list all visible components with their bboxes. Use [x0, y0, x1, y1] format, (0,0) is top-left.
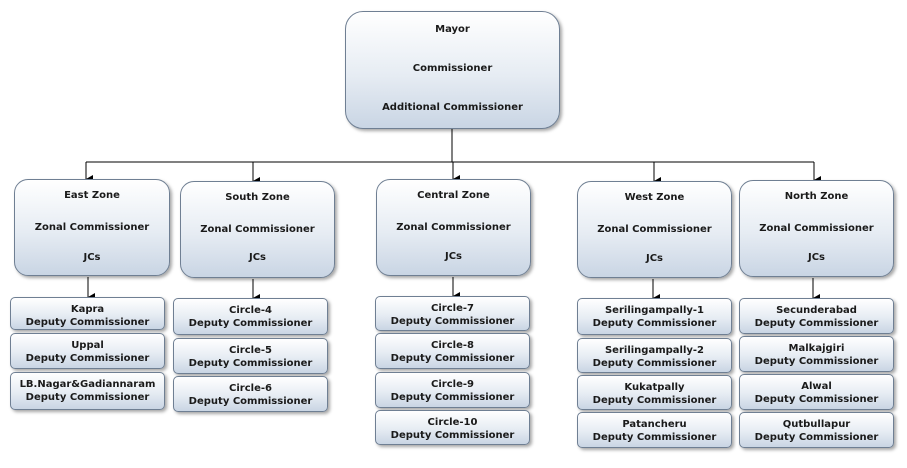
- circle-box-circle-7: Circle-7 Deputy Commissioner: [375, 296, 530, 331]
- circle-name: Circle-6: [229, 383, 272, 394]
- jcs-label: JCs: [645, 253, 663, 264]
- zone-name: Central Zone: [417, 190, 490, 201]
- jcs-label: JCs: [83, 252, 101, 263]
- circle-box-circle-4: Circle-4 Deputy Commissioner: [173, 298, 328, 335]
- circle-box-circle-8: Circle-8 Deputy Commissioner: [375, 333, 530, 369]
- zonal-commissioner-label: Zonal Commissioner: [396, 222, 511, 233]
- circle-name: Patancheru: [622, 419, 687, 430]
- circle-role: Deputy Commissioner: [390, 353, 515, 364]
- circle-role: Deputy Commissioner: [592, 318, 717, 329]
- circle-role: Deputy Commissioner: [754, 394, 879, 405]
- circle-name: Circle-8: [431, 340, 474, 351]
- mayor-label: Mayor: [435, 24, 470, 35]
- zone-box-west: West Zone Zonal Commissioner JCs: [577, 181, 732, 278]
- circle-box-circle-6: Circle-6 Deputy Commissioner: [173, 376, 328, 412]
- circle-role: Deputy Commissioner: [25, 317, 150, 328]
- circle-box-patancheru: Patancheru Deputy Commissioner: [577, 412, 732, 448]
- circle-role: Deputy Commissioner: [188, 318, 313, 329]
- zone-box-south: South Zone Zonal Commissioner JCs: [180, 181, 335, 278]
- circle-box-alwal: Alwal Deputy Commissioner: [739, 374, 894, 410]
- circle-name: Secunderabad: [776, 305, 857, 316]
- circle-name: Kukatpally: [624, 382, 685, 393]
- circle-role: Deputy Commissioner: [754, 356, 879, 367]
- commissioner-label: Commissioner: [412, 63, 493, 74]
- circle-role: Deputy Commissioner: [592, 395, 717, 406]
- circle-box-circle-10: Circle-10 Deputy Commissioner: [375, 410, 530, 445]
- circle-name: Malkajgiri: [788, 343, 845, 354]
- circle-role: Deputy Commissioner: [25, 353, 150, 364]
- circle-role: Deputy Commissioner: [25, 392, 150, 403]
- zone-name: West Zone: [624, 192, 685, 203]
- zone-name: East Zone: [64, 190, 120, 201]
- circle-role: Deputy Commissioner: [754, 432, 879, 443]
- circle-role: Deputy Commissioner: [188, 396, 313, 407]
- circle-name: LB.Nagar&Gadiannaram: [19, 379, 156, 390]
- circle-name: Kapra: [70, 304, 105, 315]
- circle-role: Deputy Commissioner: [754, 318, 879, 329]
- zonal-commissioner-label: Zonal Commissioner: [34, 222, 150, 233]
- circle-name: Circle-5: [229, 345, 272, 356]
- circle-name: Alwal: [801, 381, 832, 392]
- zone-name: North Zone: [784, 191, 849, 202]
- zone-name: South Zone: [225, 192, 290, 203]
- circle-box-circle-9: Circle-9 Deputy Commissioner: [375, 372, 530, 408]
- circle-role: Deputy Commissioner: [390, 316, 515, 327]
- circle-box-serilingampally-1: Serilingampally-1 Deputy Commissioner: [577, 298, 732, 335]
- circle-box-malkajgiri: Malkajgiri Deputy Commissioner: [739, 336, 894, 372]
- circle-box-lb-nagar: LB.Nagar&Gadiannaram Deputy Commissioner: [10, 372, 165, 410]
- circle-name: Circle-10: [427, 417, 478, 428]
- jcs-label: JCs: [444, 251, 462, 262]
- circle-box-qutbullapur: Qutbullapur Deputy Commissioner: [739, 412, 894, 448]
- circle-box-serilingampally-2: Serilingampally-2 Deputy Commissioner: [577, 338, 732, 373]
- circle-name: Circle-4: [229, 305, 272, 316]
- circle-box-circle-5: Circle-5 Deputy Commissioner: [173, 338, 328, 374]
- circle-role: Deputy Commissioner: [390, 392, 515, 403]
- zonal-commissioner-label: Zonal Commissioner: [759, 223, 874, 234]
- jcs-label: JCs: [807, 252, 825, 263]
- circle-name: Qutbullapur: [782, 419, 851, 430]
- circle-box-kapra: Kapra Deputy Commissioner: [10, 297, 165, 330]
- zone-box-east: East Zone Zonal Commissioner JCs: [14, 179, 170, 276]
- circle-box-secunderabad: Secunderabad Deputy Commissioner: [739, 298, 894, 334]
- zone-box-central: Central Zone Zonal Commissioner JCs: [376, 179, 531, 276]
- top-leadership-box: Mayor Commissioner Additional Commission…: [345, 11, 560, 129]
- circle-role: Deputy Commissioner: [390, 430, 515, 441]
- circle-role: Deputy Commissioner: [592, 432, 717, 443]
- zonal-commissioner-label: Zonal Commissioner: [200, 224, 315, 235]
- circle-role: Deputy Commissioner: [592, 358, 717, 369]
- zonal-commissioner-label: Zonal Commissioner: [597, 224, 712, 235]
- circle-name: Uppal: [71, 340, 104, 351]
- circle-name: Circle-9: [431, 379, 474, 390]
- zone-box-north: North Zone Zonal Commissioner JCs: [739, 180, 894, 277]
- circle-name: Serilingampally-1: [604, 305, 705, 316]
- additional-commissioner-label: Additional Commissioner: [382, 102, 523, 113]
- circle-box-kukatpally: Kukatpally Deputy Commissioner: [577, 375, 732, 410]
- circle-box-uppal: Uppal Deputy Commissioner: [10, 333, 165, 369]
- circle-role: Deputy Commissioner: [188, 358, 313, 369]
- jcs-label: JCs: [248, 252, 266, 263]
- circle-name: Circle-7: [431, 303, 474, 314]
- circle-name: Serilingampally-2: [604, 345, 705, 356]
